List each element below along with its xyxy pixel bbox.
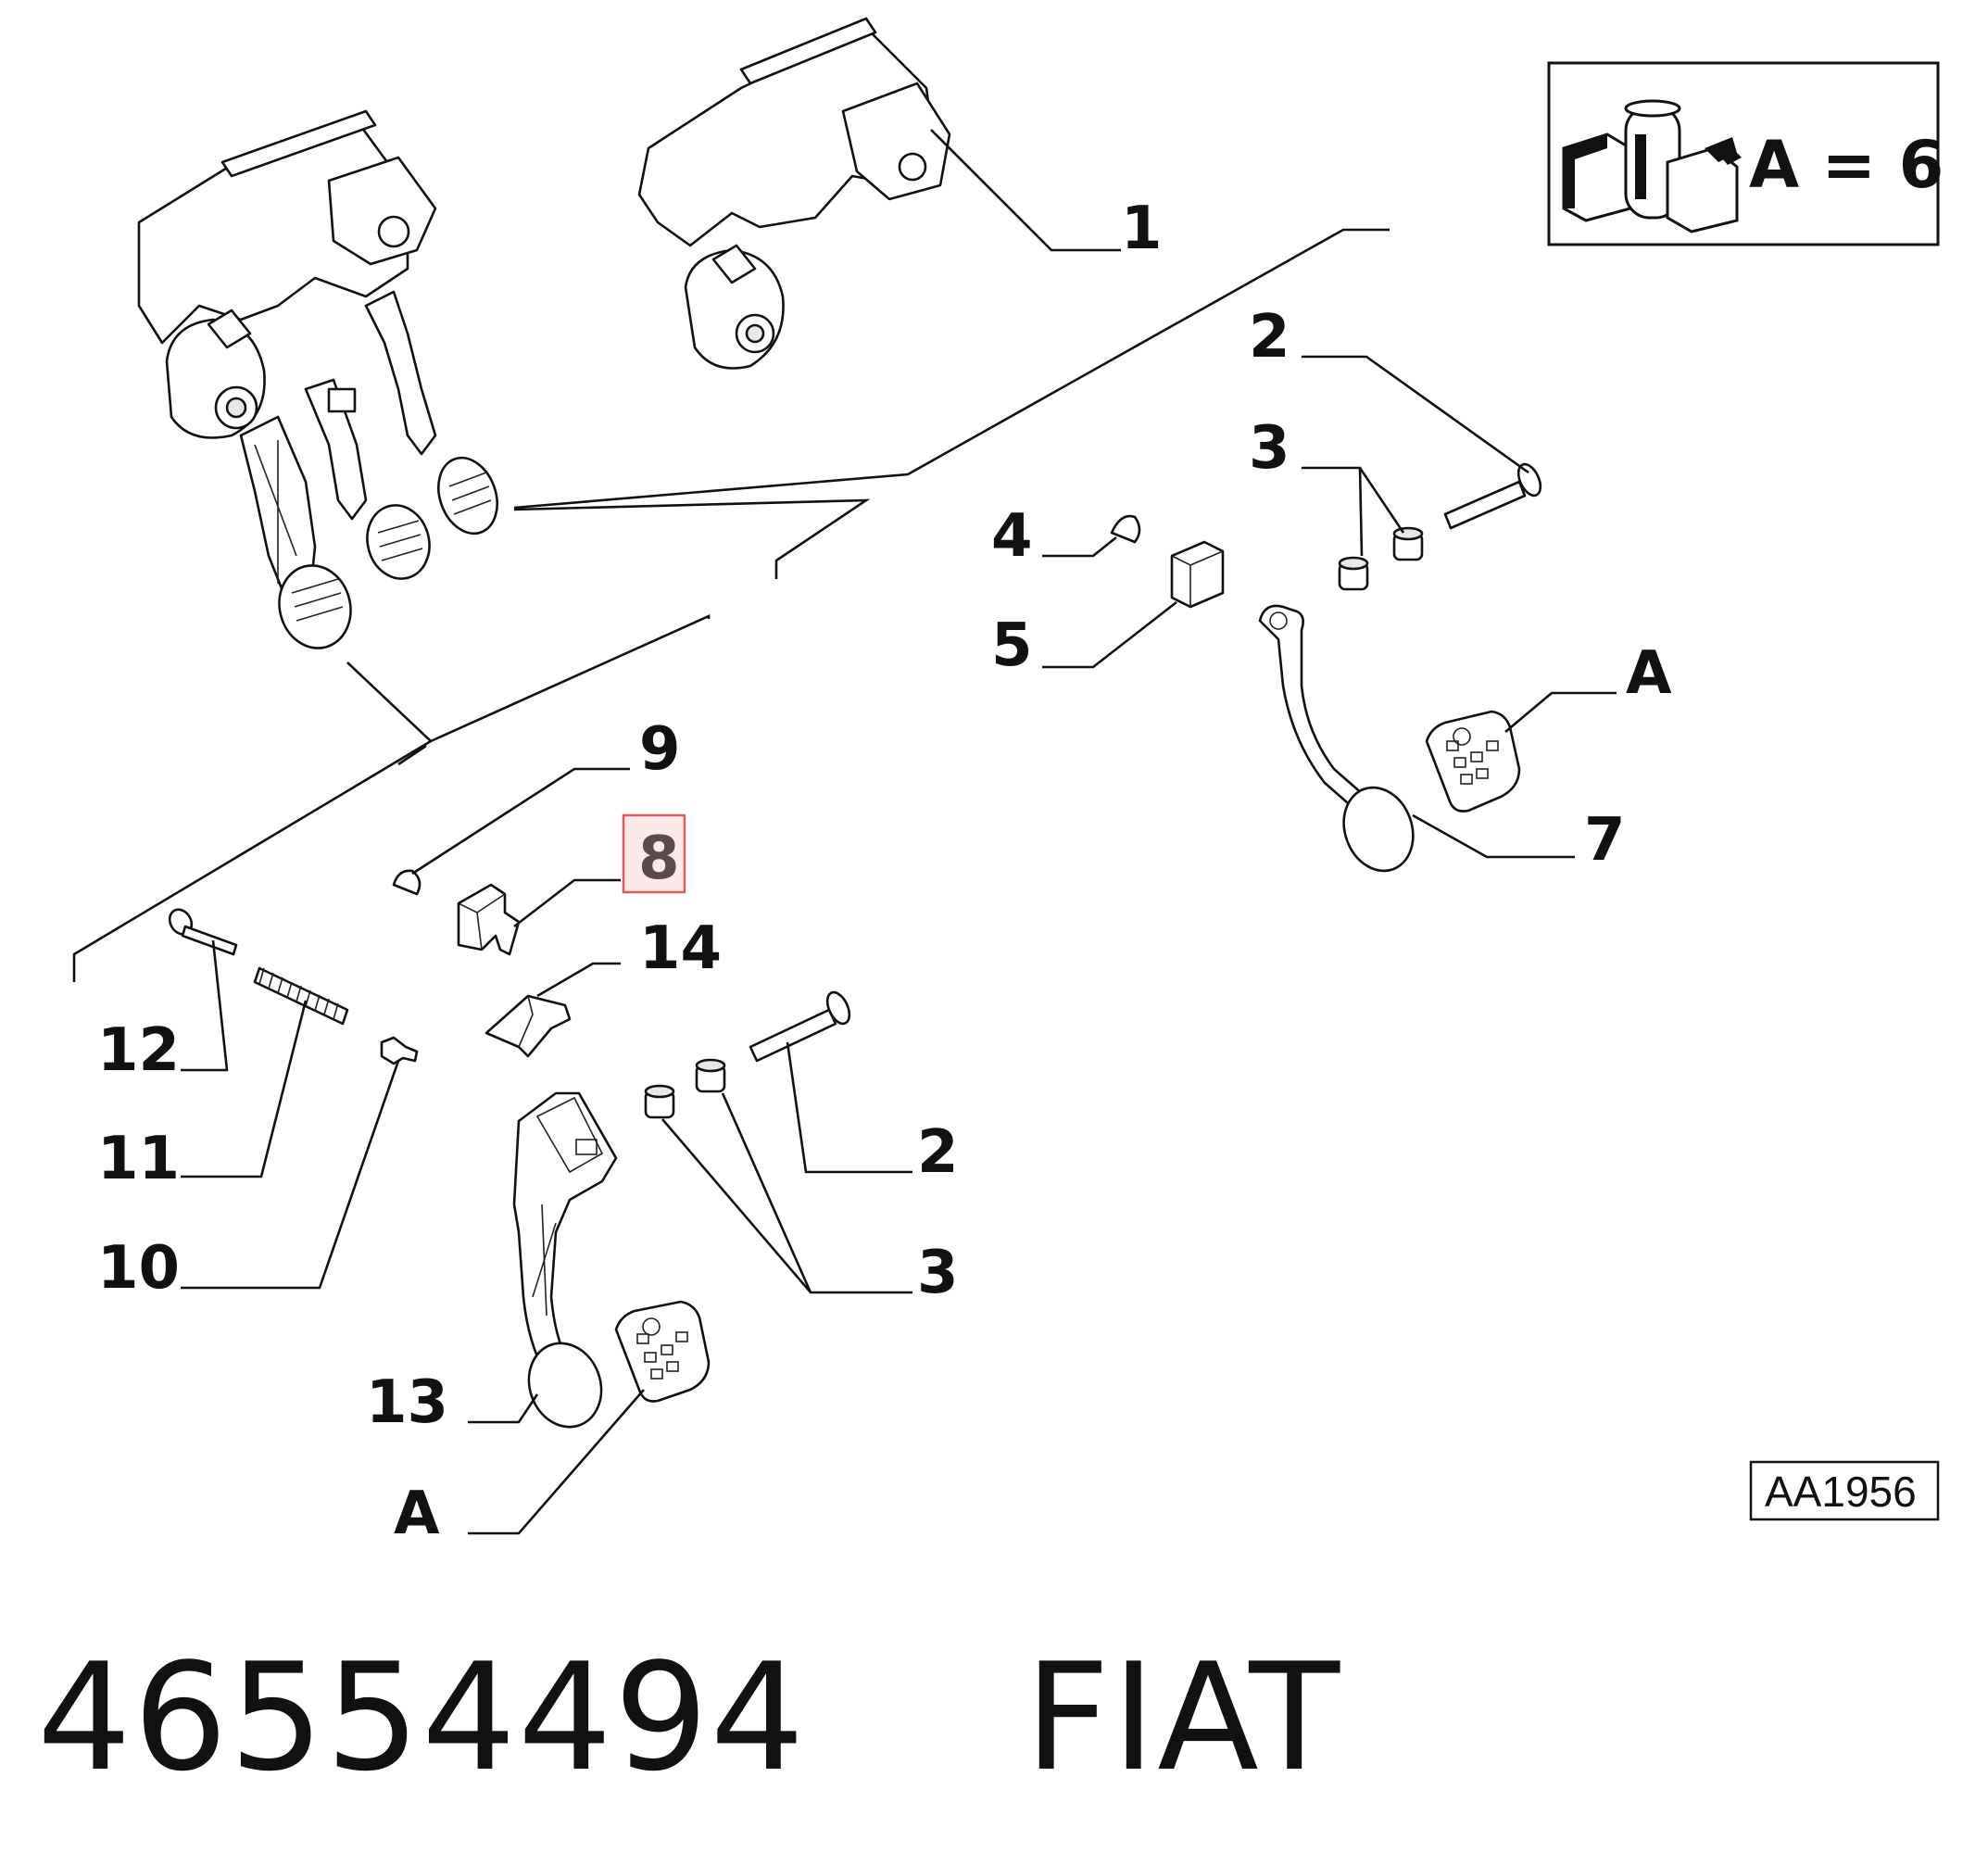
pack-quantity-box: A = 6: [1547, 61, 1944, 246]
switch-part-8: [457, 883, 521, 956]
cap-part-9: [392, 869, 422, 896]
pivot-pin-bottom: [749, 990, 851, 1063]
assembly-leader-top: [513, 228, 1390, 510]
highlight-box-8: [622, 813, 686, 894]
switch-part-5: [1170, 540, 1225, 609]
callout-8[interactable]: 8: [638, 825, 680, 893]
bushings-bottom: [644, 1058, 726, 1119]
pedal-pad-bottom: [614, 1300, 711, 1403]
assembly-leader-mid: [513, 498, 871, 579]
callout-3-bottom: 3: [917, 1239, 959, 1307]
pivot-pin-top: [1443, 462, 1542, 530]
callout-11: 11: [97, 1125, 180, 1193]
pack-quantity-text: A = 6: [1749, 127, 1944, 203]
bolt-part-12: [168, 908, 238, 956]
pedal-arm-part-7: [1258, 604, 1415, 873]
fiat-parts-pack-icon: [1562, 99, 1742, 233]
reference-code-box: AA1956: [1749, 1460, 1940, 1521]
callout-5: 5: [991, 611, 1033, 680]
part-number-line: 46554494 FIAT: [37, 1631, 1341, 1804]
callout-1: 1: [1121, 195, 1163, 263]
callout-A-bottom: A: [394, 1480, 440, 1548]
clip-part-14: [484, 994, 572, 1058]
assembly-leader-bottom: [72, 613, 711, 982]
callout-14: 14: [639, 914, 722, 983]
stud-part-10: [380, 1036, 419, 1065]
brand-name: FIAT: [1025, 1631, 1342, 1804]
reference-code: AA1956: [1765, 1468, 1917, 1516]
callout-10: 10: [97, 1234, 180, 1303]
callout-A-top: A: [1626, 639, 1672, 708]
callout-12: 12: [97, 1016, 180, 1085]
spring-part-11: [253, 966, 349, 1026]
callout-13: 13: [366, 1368, 448, 1437]
callout-2-bottom: 2: [917, 1118, 959, 1187]
bushings-top: [1338, 526, 1424, 591]
bracket-part-1: [637, 17, 951, 370]
callout-9: 9: [639, 715, 681, 784]
pedal-box-assembly: [137, 109, 498, 649]
callout-2-top: 2: [1249, 303, 1290, 372]
pedal-pad-top: [1425, 710, 1521, 813]
callout-4: 4: [991, 502, 1033, 571]
callout-7: 7: [1584, 806, 1626, 875]
callout-3-top: 3: [1249, 414, 1290, 483]
pedal-arm-part-13: [512, 1091, 618, 1429]
cap-part-4: [1110, 514, 1141, 544]
part-number: 46554494: [37, 1631, 807, 1804]
